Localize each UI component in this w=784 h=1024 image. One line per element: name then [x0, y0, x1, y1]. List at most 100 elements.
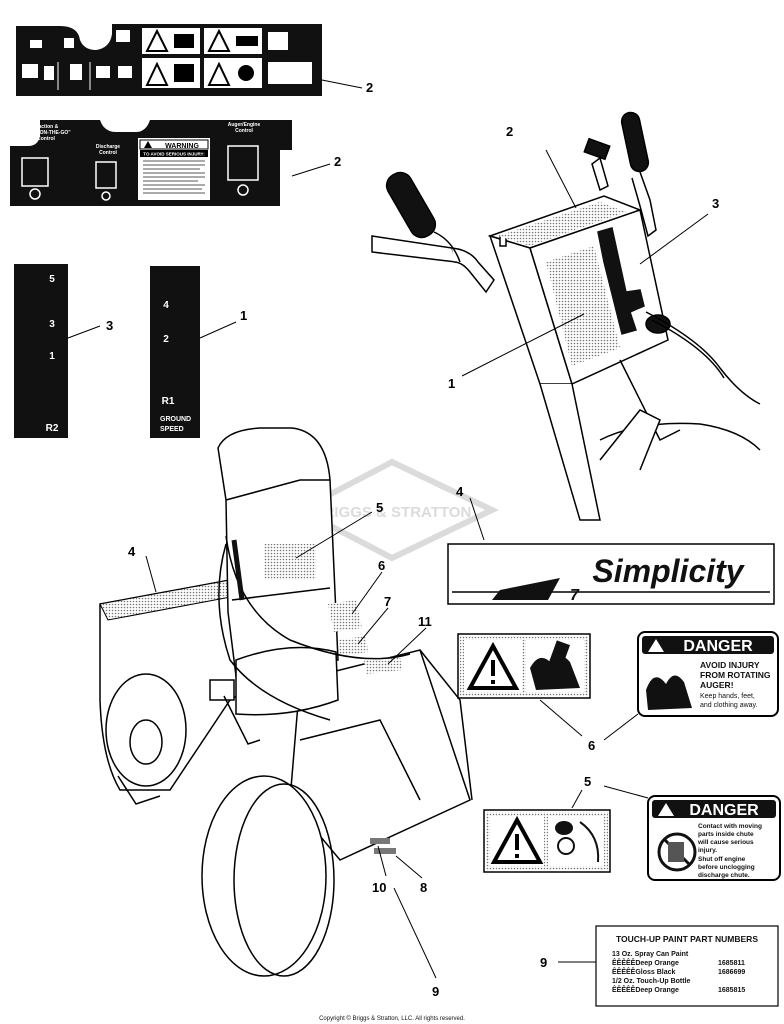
auger-hand-icon	[530, 640, 580, 690]
warning-fine-print	[143, 160, 205, 194]
shift-gate	[597, 227, 645, 335]
chute-pictogram-decal	[483, 809, 611, 873]
callout-10: 10	[372, 880, 386, 895]
paint-row-name: ÊÊÊÊÊGloss Black	[612, 967, 676, 976]
callout-2-mid: 2	[334, 154, 341, 169]
svg-text:before unclogging: before unclogging	[698, 864, 755, 871]
warning-triangle-icon	[207, 28, 231, 52]
callout-4-machine: 4	[128, 544, 136, 559]
paint-row-name: ÊÊÊÊÊDeep Orange	[612, 958, 679, 967]
warning-triangle-icon	[648, 639, 664, 652]
svg-text:DANGER: DANGER	[689, 802, 759, 819]
panel-decal-1	[546, 246, 620, 366]
warning-triangle-icon	[145, 28, 169, 52]
warning-triangle-icon	[466, 641, 520, 690]
paint-table-title: TOUCH-UP PAINT PART NUMBERS	[616, 934, 758, 944]
copyright-notice: Copyright © Briggs & Stratton, LLC. All …	[319, 1015, 465, 1022]
svg-text:1: 1	[49, 351, 55, 362]
safety-icons-decal	[16, 24, 322, 96]
callout-1-machine: 1	[448, 376, 455, 391]
svg-text:FROM ROTATING: FROM ROTATING	[700, 670, 771, 680]
danger-chute-decal: DANGER Contact with moving parts inside …	[647, 795, 781, 881]
paint-section-bottle: 1/2 Oz. Touch-Up Bottle	[612, 978, 691, 985]
callout-3-decal: 3	[106, 318, 113, 333]
control-pictogram-icons	[22, 30, 312, 84]
svg-text:GROUND: GROUND	[160, 416, 191, 423]
auger-hand-icon	[646, 675, 692, 710]
callout-1-decal: 1	[240, 308, 247, 323]
panel-decal-2	[498, 202, 626, 246]
model-number-text: 7	[570, 587, 580, 604]
control-warning-decal: Traction & "SHIFT-ON-THE-GO" Control Dis…	[10, 120, 292, 206]
label-10	[370, 838, 390, 844]
svg-text:4: 4	[163, 300, 169, 311]
svg-text:5: 5	[49, 274, 55, 285]
svg-text:DANGER: DANGER	[683, 638, 753, 655]
svg-text:R1: R1	[162, 396, 175, 407]
danger-auger-decal: DANGER AVOID INJURY FROM ROTATING AUGER!…	[637, 631, 779, 717]
touch-up-paint-table: TOUCH-UP PAINT PART NUMBERS 13 Oz. Spray…	[595, 925, 779, 1007]
watermark-text: BRIGGS & STRATTON	[313, 504, 472, 521]
frame-decal-11	[364, 656, 402, 674]
svg-text:R2: R2	[46, 423, 59, 434]
svg-text:Contact with moving: Contact with moving	[698, 823, 762, 830]
svg-text:will cause serious: will cause serious	[697, 839, 754, 846]
callout-6-machine: 6	[378, 558, 385, 573]
svg-text:Keep hands, feet,: Keep hands, feet,	[700, 693, 755, 700]
left-handle-grip	[385, 171, 437, 239]
svg-text:Auger/Engine: Auger/Engine	[228, 122, 261, 128]
label-8	[374, 848, 396, 854]
svg-text:injury.: injury.	[698, 847, 717, 854]
svg-text:WARNING: WARNING	[165, 143, 199, 150]
callout-5-decals: 5	[584, 774, 591, 789]
right-handle-grip	[620, 111, 650, 173]
svg-text:2: 2	[163, 334, 169, 345]
svg-text:Shut off engine: Shut off engine	[698, 856, 746, 863]
warning-triangle-icon	[207, 61, 231, 86]
callout-4-logo: 4	[456, 484, 464, 499]
svg-text:AVOID INJURY: AVOID INJURY	[700, 660, 760, 670]
watermark: BRIGGS & STRATTON	[293, 458, 499, 562]
callout-2-machine: 2	[506, 124, 513, 139]
warning-triangle-icon	[145, 61, 169, 86]
svg-text:3: 3	[49, 319, 55, 330]
callout-8: 8	[420, 880, 427, 895]
callout-2-top: 2	[366, 80, 373, 95]
paint-row-part: 1686699	[718, 969, 745, 976]
chute-base-decal-7	[338, 636, 368, 656]
svg-text:parts inside chute: parts inside chute	[698, 831, 754, 838]
chute-base-decal-6	[328, 600, 362, 632]
warning-triangle-icon	[658, 803, 674, 816]
svg-text:SPEED: SPEED	[160, 426, 184, 433]
callout-3-machine: 3	[712, 196, 719, 211]
speed-decal-ground-speed: 4 2 R1 GROUND SPEED	[150, 266, 200, 438]
callout-9-machine: 9	[432, 984, 439, 999]
svg-text:AUGER!: AUGER!	[700, 680, 734, 690]
paint-row-part: 1685811	[718, 960, 745, 967]
svg-text:and clothing away.: and clothing away.	[700, 702, 758, 709]
warning-triangle-icon	[490, 815, 544, 864]
auger-pictogram-decal	[457, 633, 591, 699]
speed-decal-forward: 5 3 1 R2	[14, 264, 68, 438]
svg-text:Control: Control	[99, 150, 117, 156]
svg-text:Control: Control	[37, 136, 55, 142]
chute-decal-5	[264, 544, 316, 580]
svg-text:Discharge: Discharge	[96, 144, 120, 150]
handle-control-panel-illustration	[371, 111, 761, 521]
svg-text:"SHIFT-ON-THE-GO": "SHIFT-ON-THE-GO"	[21, 130, 71, 136]
paint-row-part: 1685815	[718, 987, 745, 994]
callout-7: 7	[384, 594, 391, 609]
paint-row-name: ÊÊÊÊÊDeep Orange	[612, 985, 679, 994]
svg-text:discharge chute.: discharge chute.	[698, 872, 750, 879]
svg-text:Control: Control	[235, 128, 253, 134]
callout-9-table: 9	[540, 955, 547, 970]
simplicity-logo-decal: Simplicity 7	[447, 543, 775, 605]
no-hands-in-chute-icon	[657, 832, 697, 872]
warning-triangle-icon	[144, 141, 152, 148]
callout-5-chute: 5	[376, 500, 383, 515]
callout-6-decals: 6	[588, 738, 595, 753]
chute-hand-icon	[555, 821, 600, 863]
svg-text:Traction &: Traction &	[34, 124, 59, 130]
